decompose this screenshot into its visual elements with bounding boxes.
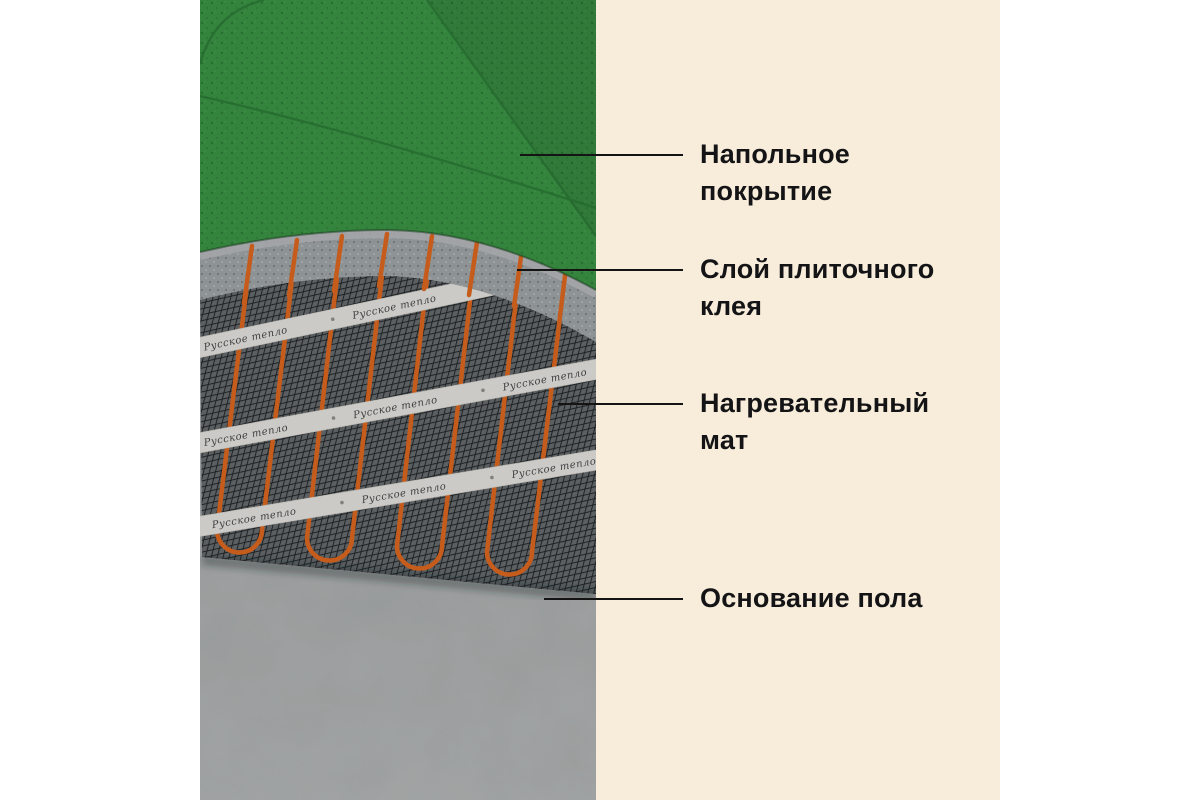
grain-texture-overlay (200, 0, 596, 800)
annotation-text-line: Напольное (700, 139, 851, 169)
annotation-text-line: Нагревательный (700, 388, 930, 418)
callout-line-tile-adhesive (517, 269, 683, 271)
annotation-heating-mat: Нагревательный мат (700, 385, 990, 459)
annotation-text-line: мат (700, 425, 749, 455)
annotation-floor-covering: Напольное покрытие (700, 136, 990, 210)
annotation-floor-base: Основание пола (700, 580, 990, 617)
callout-line-floor-base (544, 598, 683, 600)
callout-line-heating-mat (558, 403, 683, 405)
floor-layers-illustration: Русское тепло Русское тепло Русское тепл… (200, 0, 596, 800)
annotation-tile-adhesive: Слой плиточного клея (700, 251, 990, 325)
annotation-text-line: покрытие (700, 176, 833, 206)
label-panel (596, 0, 1000, 800)
annotation-text-line: Основание пола (700, 583, 923, 613)
callout-line-floor-covering (520, 154, 683, 156)
annotation-text-line: Слой плиточного (700, 254, 935, 284)
annotation-text-line: клея (700, 291, 763, 321)
